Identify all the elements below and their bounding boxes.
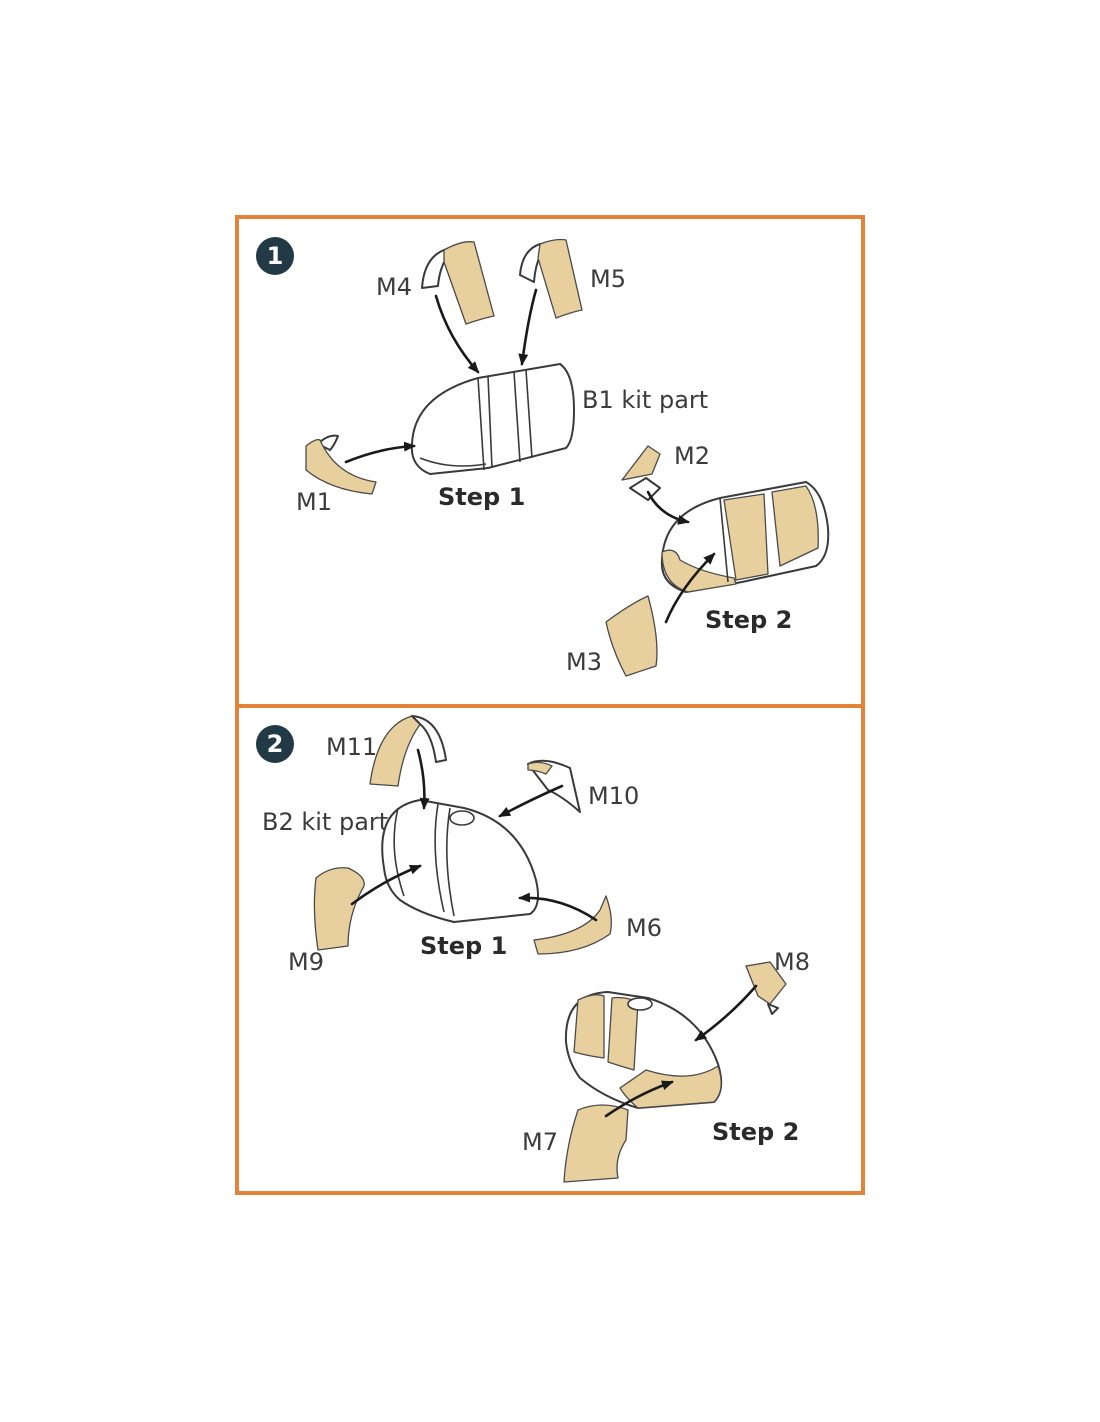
arrow-m4 — [434, 294, 480, 374]
mask-m2-piece — [621, 445, 661, 501]
panel-1: 1 M4 M5 B1 kit part M1 Step 1 — [235, 215, 865, 709]
mask-label-m5: M5 — [590, 265, 626, 293]
mask-m7-piece — [563, 1104, 629, 1183]
mask-m8-piece — [745, 961, 787, 1015]
step-badge-2-number: 2 — [267, 730, 284, 758]
arrow-m3 — [664, 552, 716, 624]
mask-label-m6: M6 — [626, 914, 662, 942]
kit-part-label-b1: B1 kit part — [582, 386, 708, 414]
mask-label-m4: M4 — [376, 273, 412, 301]
mask-m11-piece — [369, 715, 447, 787]
mask-m1-piece — [305, 434, 377, 495]
arrow-m10 — [498, 784, 564, 818]
mask-label-m8: M8 — [774, 948, 810, 976]
mask-m6-piece — [533, 895, 612, 955]
mask-label-m2: M2 — [674, 442, 710, 470]
mask-label-m3: M3 — [566, 648, 602, 676]
step-1-label-panel-2: Step 1 — [420, 932, 507, 960]
arrow-m6 — [518, 892, 598, 922]
mask-m5-piece — [519, 238, 583, 319]
mask-label-m10: M10 — [588, 782, 639, 810]
step-badge-1 — [256, 237, 294, 275]
step-2-label-panel-1: Step 2 — [705, 606, 792, 634]
arrow-m5 — [518, 288, 538, 366]
mask-label-m7: M7 — [522, 1128, 558, 1156]
step-badge-1-number: 1 — [267, 242, 284, 270]
arrow-m1 — [344, 441, 416, 464]
mask-m3-piece — [605, 595, 658, 677]
step-badge-2 — [256, 725, 294, 763]
mask-label-m9: M9 — [288, 948, 324, 976]
arrow-m9 — [350, 864, 422, 906]
panel-2: 2 M11 M10 B2 kit part M9 — [235, 704, 865, 1195]
mask-m4-piece — [421, 241, 495, 325]
canopy-b1 — [410, 363, 575, 475]
canopy-b2 — [381, 799, 539, 923]
arrow-m7 — [604, 1080, 674, 1118]
mask-label-m1: M1 — [296, 488, 332, 516]
canopy-b2-masked — [564, 991, 723, 1109]
kit-part-label-b2: B2 kit part — [262, 808, 388, 836]
mask-m10-piece — [527, 759, 581, 813]
mask-label-m11: M11 — [326, 733, 377, 761]
step-2-label-panel-2: Step 2 — [712, 1118, 799, 1146]
arrow-m8 — [694, 984, 758, 1042]
mask-m9-piece — [313, 867, 365, 951]
arrow-m2 — [646, 490, 690, 525]
arrow-m11 — [416, 748, 430, 810]
step-1-label-panel-1: Step 1 — [438, 483, 525, 511]
